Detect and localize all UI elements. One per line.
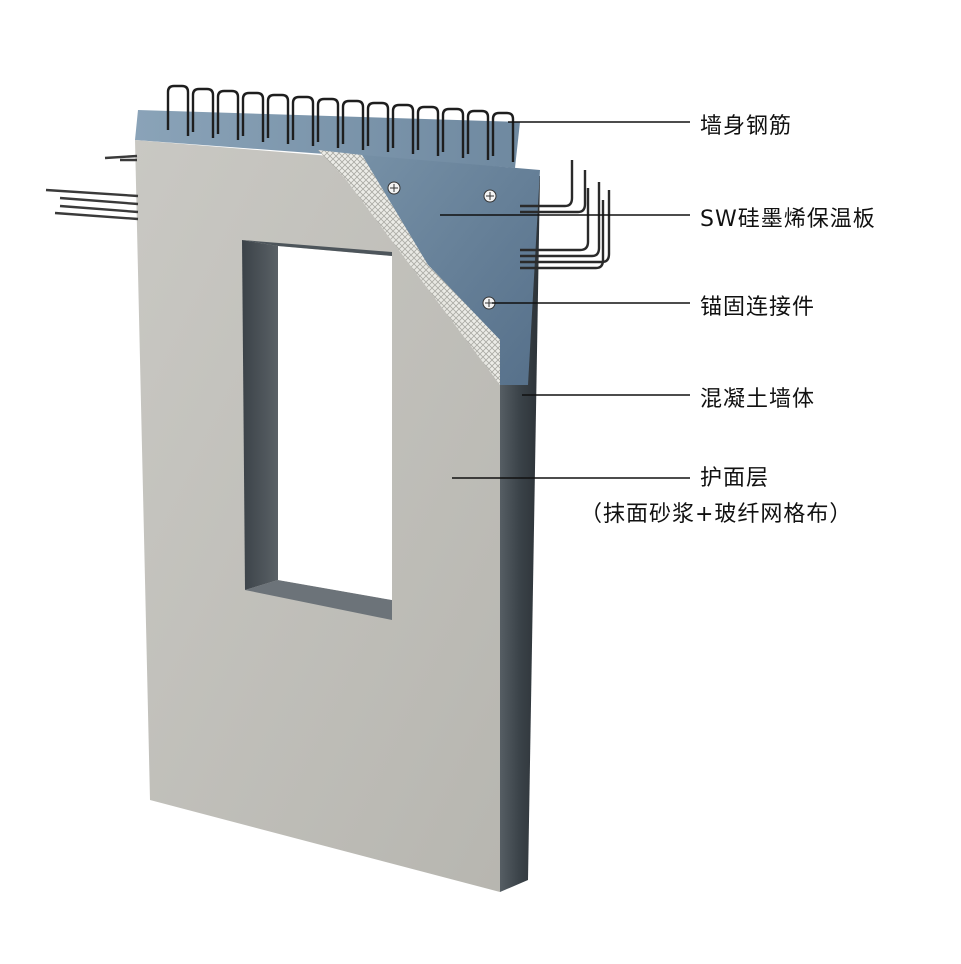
window-reveal-left	[242, 240, 278, 590]
anchor-connector-2	[483, 189, 497, 203]
window-hole	[278, 246, 392, 600]
label-protective-layer: 护面层	[700, 466, 770, 491]
top-rebar-loops	[166, 84, 515, 162]
insulation-board	[362, 155, 540, 385]
right-rebar-ends	[520, 160, 611, 270]
anchor-connector-1	[387, 181, 401, 195]
label-insulation: SW硅墨烯保温板	[700, 207, 876, 232]
window-opening	[242, 240, 392, 620]
insulation-top-band	[135, 110, 520, 168]
window-reveal-bottom	[245, 580, 392, 620]
leader-lines	[440, 121, 690, 479]
label-protective-layer-detail: （抹面砂浆+玻纤网格布）	[580, 502, 853, 527]
window-reveal-top	[242, 240, 392, 256]
label-concrete: 混凝土墙体	[700, 387, 816, 412]
label-anchor: 锚固连接件	[700, 295, 816, 320]
label-rebar: 墙身钢筋	[700, 114, 793, 139]
left-rebar-ends	[45, 154, 139, 221]
